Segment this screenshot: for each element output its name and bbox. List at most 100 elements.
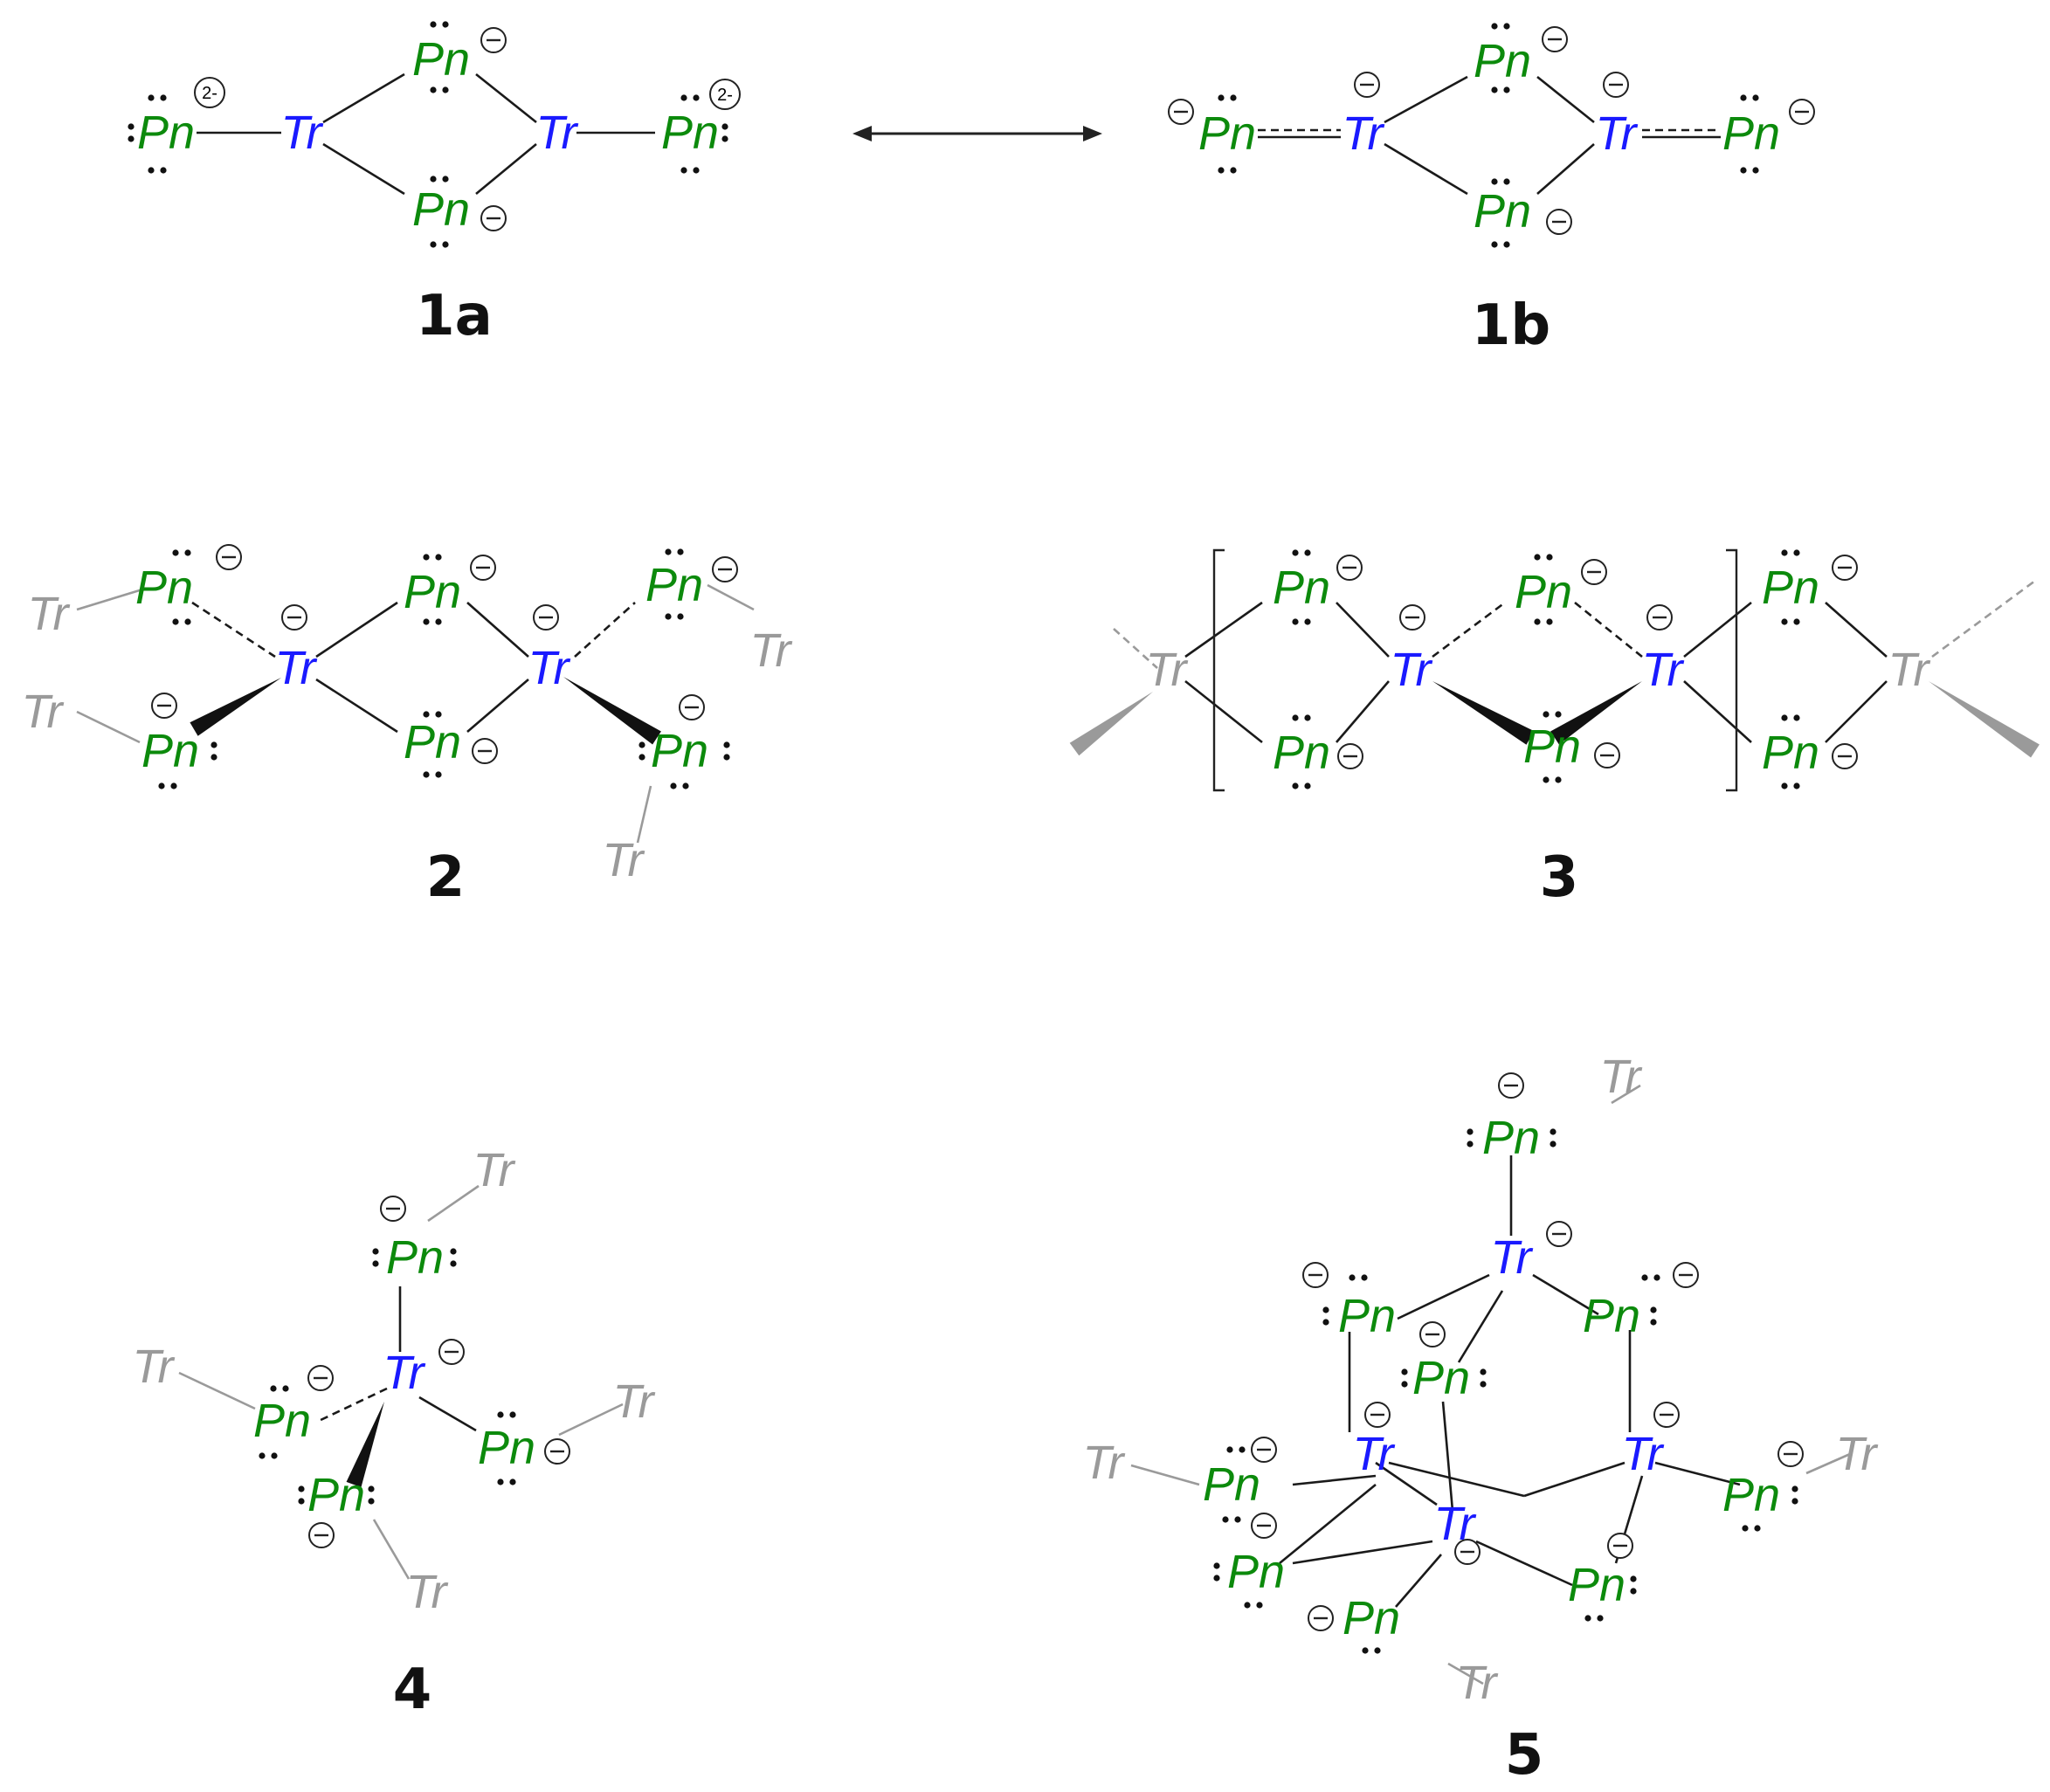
bond	[1130, 1464, 1200, 1486]
lone-pair-dot	[298, 1498, 305, 1505]
pn-atom: Pn	[651, 725, 708, 777]
decoration-layer: 2-2-	[128, 21, 1858, 1654]
bond	[1447, 1662, 1484, 1685]
lone-pair-dot	[1401, 1381, 1408, 1388]
lone-pair-dot	[430, 86, 437, 93]
tr-atom-remote: Tr	[1146, 644, 1189, 696]
lone-pair-dot	[1491, 23, 1498, 30]
lone-pair-dot	[435, 711, 442, 718]
lone-pair-dot	[270, 1385, 277, 1392]
lone-pair-dot	[1752, 167, 1759, 174]
lone-pair-dot	[450, 1260, 457, 1267]
bond	[1683, 680, 1752, 743]
bond	[1395, 1554, 1442, 1608]
lone-pair-dot	[372, 1248, 379, 1255]
pn-atom: Pn	[141, 725, 199, 777]
wedge-bond	[1550, 681, 1642, 745]
lone-pair-dot	[1752, 94, 1759, 101]
lone-pair-dot	[1555, 776, 1562, 783]
tr-atom-remote: Tr	[1888, 644, 1931, 696]
pn-atom: Pn	[307, 1469, 365, 1521]
dashed-bond	[1113, 628, 1158, 669]
lone-pair-dot	[1226, 1446, 1233, 1453]
lone-pair-dot	[723, 754, 730, 761]
lone-pair-dot	[1230, 94, 1237, 101]
lone-pair-dot	[1467, 1128, 1474, 1135]
dashed-bond	[574, 602, 636, 658]
lone-pair-dot	[430, 21, 437, 28]
lone-pair-dot	[723, 741, 730, 748]
dashed-bond	[191, 601, 276, 658]
bond	[466, 602, 529, 658]
lone-pair-dot	[298, 1485, 305, 1492]
lone-pair-dot	[693, 167, 700, 174]
bond	[178, 1371, 256, 1410]
lone-pair-dot	[368, 1498, 375, 1505]
lone-pair-dot	[1781, 618, 1788, 625]
tr-atom-remote: Tr	[133, 1341, 176, 1393]
bond	[427, 1184, 480, 1223]
bond	[418, 1396, 477, 1432]
lone-pair-dot	[1374, 1647, 1381, 1654]
structure-label: 1b	[1472, 293, 1550, 358]
lone-pair-dot	[1239, 1446, 1246, 1453]
lone-pair-dot	[1503, 23, 1510, 30]
bond	[1384, 75, 1468, 124]
lone-pair-dot	[1650, 1306, 1657, 1313]
lone-pair-dot	[1630, 1588, 1637, 1595]
lone-pair-dot	[1491, 86, 1498, 93]
lone-pair-dot	[665, 548, 672, 555]
bond	[1292, 1474, 1377, 1486]
lone-pair-dot	[1304, 714, 1311, 721]
lone-pair-dot	[1218, 167, 1225, 174]
wedge-bond	[190, 678, 281, 736]
pn-atom: Pn	[1338, 1290, 1396, 1342]
lone-pair-dot	[1503, 178, 1510, 185]
lone-pair-dot	[1543, 776, 1550, 783]
tr-atom: Tr	[275, 642, 318, 694]
lone-pair-dot	[430, 176, 437, 183]
wedge-bond	[1929, 681, 2040, 758]
lone-pair-dot	[1754, 1525, 1761, 1532]
lone-pair-dot	[1213, 1562, 1220, 1569]
tr-atom-remote: Tr	[473, 1144, 516, 1196]
lone-pair-dot	[721, 135, 728, 142]
lone-pair-dot	[693, 94, 700, 101]
bond	[707, 583, 755, 611]
pn-atom: Pn	[661, 107, 719, 159]
bond	[1375, 1461, 1438, 1506]
lone-pair-dot	[1653, 1274, 1660, 1281]
lone-pair-dot	[1793, 549, 1800, 556]
pn-atom: Pn	[1227, 1546, 1285, 1598]
lone-pair-dot	[1304, 549, 1311, 556]
lone-pair-dot	[680, 167, 687, 174]
lone-pair-dot	[1650, 1319, 1657, 1326]
pn-atom: Pn	[1412, 1352, 1470, 1404]
pn-atom: Pn	[1568, 1559, 1626, 1611]
lone-pair-dot	[677, 613, 684, 620]
pn-atom: Pn	[412, 183, 470, 236]
lone-pair-dot	[1791, 1485, 1798, 1492]
bond	[1825, 680, 1888, 743]
pn-atom: Pn	[1482, 1112, 1540, 1164]
pn-atom: Pn	[1762, 727, 1819, 779]
tr-atom-remote: Tr	[1456, 1657, 1499, 1709]
lone-pair-dot	[442, 176, 449, 183]
dashed-bond	[1574, 601, 1643, 658]
lone-pair-dot	[148, 94, 155, 101]
lone-pair-dot	[1256, 1602, 1263, 1609]
lone-pair-dot	[1218, 94, 1225, 101]
bond	[558, 1403, 624, 1437]
bond	[322, 142, 405, 196]
lone-pair-dot	[1244, 1602, 1251, 1609]
lone-pair-dot	[423, 711, 430, 718]
lone-pair-dot	[160, 94, 167, 101]
tr-atom: Tr	[536, 107, 579, 159]
lone-pair-dot	[1546, 554, 1553, 561]
bond	[475, 142, 537, 196]
wedge-bond	[346, 1402, 384, 1488]
lone-pair-dot	[1503, 86, 1510, 93]
bond	[1683, 601, 1752, 658]
left-bracket	[1212, 548, 1225, 792]
